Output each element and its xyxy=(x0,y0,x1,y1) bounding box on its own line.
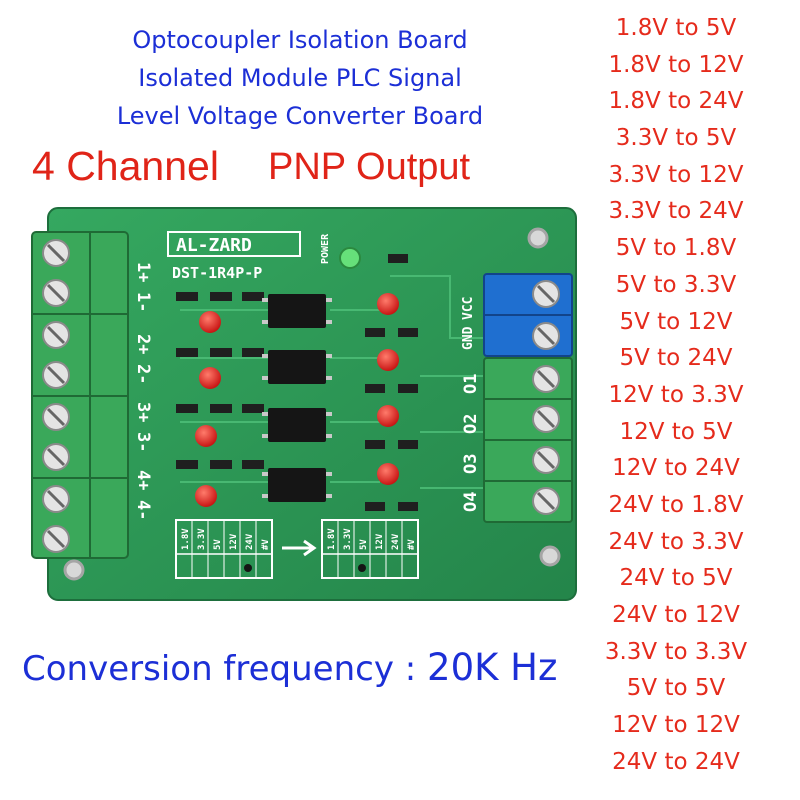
brand-label: AL-ZARD xyxy=(176,235,252,256)
conversion-item: 5V to 5V xyxy=(626,675,726,702)
input-label: 4- xyxy=(133,500,153,520)
conversion-item: 12V to 5V xyxy=(619,418,733,445)
frequency-label: Conversion frequency xyxy=(22,649,394,689)
red-leds xyxy=(195,293,399,507)
model-label: DST-1R4P-P xyxy=(172,264,262,282)
power-label: POWER xyxy=(320,233,331,264)
frequency-line: Conversion frequency : 20K Hz xyxy=(22,646,557,689)
jumper-level-label: 5V xyxy=(213,539,223,550)
output-label: O3 xyxy=(461,454,481,474)
pcb-board: 1+ 1- 2+ 2- 3+ 3- 4+ 4- AL-ZARD DST-1R4P… xyxy=(31,207,577,601)
conversion-item: 12V to 3.3V xyxy=(608,381,744,408)
jumper-level-label: 24V xyxy=(391,533,401,550)
jumper-level-label: 12V xyxy=(375,533,385,550)
channel-components xyxy=(176,254,418,511)
mount-hole xyxy=(63,559,85,581)
frequency-colon: : xyxy=(393,649,428,689)
jumper-level-label: 5V xyxy=(359,539,369,550)
conversion-item: 5V to 12V xyxy=(619,308,733,335)
conversion-item: 24V to 24V xyxy=(612,748,740,775)
conversion-item: 24V to 1.8V xyxy=(608,491,744,518)
jumper-level-label: 3.3V xyxy=(343,528,353,550)
output-jumper-table: 1.8V 3.3V 5V 12V 24V #V xyxy=(321,519,419,579)
jumper-level-label: 1.8V xyxy=(181,528,191,550)
conversion-item: 3.3V to 24V xyxy=(608,198,744,225)
output-label: O1 xyxy=(461,374,481,394)
supply-label-vcc: VCC xyxy=(461,297,476,320)
conversion-item: 24V to 5V xyxy=(619,565,733,592)
conversion-item: 5V to 24V xyxy=(619,345,733,372)
subtitle-line-1: Optocoupler Isolation Board xyxy=(132,26,468,54)
conversion-item: 12V to 12V xyxy=(612,712,740,739)
jumper-level-label: 1.8V xyxy=(327,528,337,550)
jumper-level-label: #V xyxy=(261,539,271,550)
jumper-level-label: 3.3V xyxy=(197,528,207,550)
input-label: 3- xyxy=(133,432,153,452)
jumper-level-label: 12V xyxy=(229,533,239,550)
conversion-item: 1.8V to 5V xyxy=(615,15,737,41)
output-label: O2 xyxy=(461,414,481,434)
conversion-item: 1.8V to 12V xyxy=(608,51,744,78)
jumper-level-label: 24V xyxy=(245,533,255,550)
optocoupler-chips xyxy=(262,294,332,502)
input-label: 1- xyxy=(133,292,153,312)
conversion-item: 3.3V to 3.3V xyxy=(604,638,748,665)
title-output: PNP Output xyxy=(268,146,471,188)
conversion-item: 1.8V to 24V xyxy=(608,88,744,115)
input-label: 1+ xyxy=(133,262,153,282)
conversion-item: 3.3V to 5V xyxy=(615,125,737,152)
input-label: 4+ xyxy=(133,470,153,490)
conversion-item: 5V to 3.3V xyxy=(615,271,737,298)
input-label: 2+ xyxy=(133,334,153,354)
input-label: 3+ xyxy=(133,402,153,422)
input-label: 2- xyxy=(133,364,153,384)
conversion-item: 3.3V to 12V xyxy=(608,161,744,188)
conversion-item: 5V to 1.8V xyxy=(615,235,737,262)
subtitle-line-3: Level Voltage Converter Board xyxy=(116,102,484,130)
conversion-item: 12V to 24V xyxy=(612,455,740,482)
subtitle-line-2: Isolated Module PLC Signal xyxy=(138,64,462,92)
conversion-list: 1.8V to 5V 1.8V to 12V 1.8V to 24V 3.3V … xyxy=(596,10,756,780)
output-label: O4 xyxy=(461,492,481,512)
power-led xyxy=(339,247,361,269)
mount-hole xyxy=(527,227,549,249)
jumper-level-label: #V xyxy=(407,539,417,550)
title-channel: 4 Channel xyxy=(32,143,219,189)
arrow-icon xyxy=(282,539,317,557)
supply-label-gnd: GND xyxy=(461,326,476,350)
input-screws xyxy=(42,239,70,553)
conversion-item: 24V to 3.3V xyxy=(608,528,744,555)
frequency-value: 20K Hz xyxy=(427,646,558,689)
mount-hole xyxy=(539,545,561,567)
conversion-item: 24V to 12V xyxy=(612,602,740,628)
input-jumper-table: 1.8V 3.3V 5V 12V 24V #V xyxy=(175,519,273,579)
